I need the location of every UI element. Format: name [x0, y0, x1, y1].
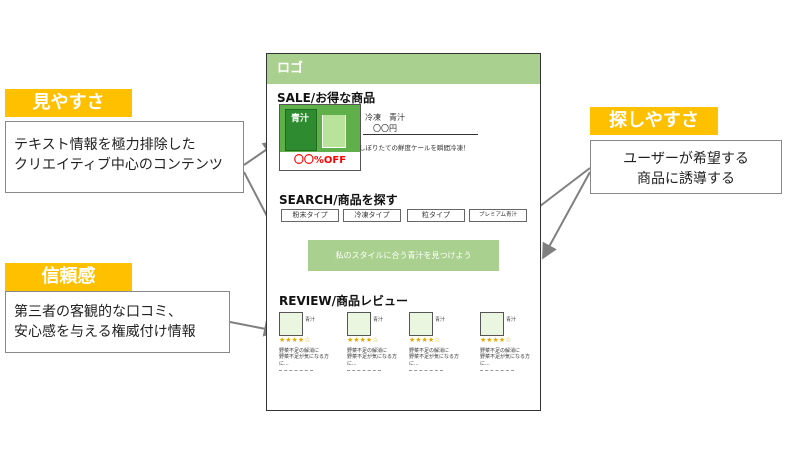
review-body: 野菜不足が気になる方 に... [409, 354, 460, 367]
review-product-name: 青汁 [305, 317, 316, 323]
filter-tablet[interactable]: 粒タイプ [407, 209, 465, 222]
review-body: 野菜不足が気になる方 に... [347, 354, 398, 367]
logo-header: ロゴ [267, 54, 540, 84]
review-heading: REVIEW/商品レビュー [279, 294, 409, 308]
review-body: 野菜不足が気になる方 に... [279, 354, 330, 367]
product-package [285, 109, 317, 151]
glass-icon [322, 115, 346, 148]
sale-heading: SALE/お得な商品 [277, 91, 376, 105]
find-style-button[interactable]: 私のスタイルに合う青汁を見つけよう [308, 240, 499, 271]
review-title: 野菜不足の解消に [279, 348, 320, 354]
review-text-placeholder [409, 370, 443, 371]
review-card[interactable]: 青汁 ★★★★☆ 野菜不足の解消に 野菜不足が気になる方 に... [347, 312, 407, 382]
review-text-placeholder [347, 370, 381, 371]
search-heading: SEARCH/商品を探す [279, 193, 398, 207]
arrow-search-cta [542, 171, 591, 260]
filter-powder[interactable]: 粉末タイプ [281, 209, 339, 222]
sale-product-image[interactable]: 青汁 〇〇%OFF [279, 104, 361, 171]
sale-divider [363, 134, 478, 135]
review-card[interactable]: 青汁 ★★★★☆ 野菜不足の解消に 野菜不足が気になる方 に... [480, 312, 538, 382]
review-product-name: 青汁 [373, 317, 384, 323]
review-thumbnail [347, 312, 371, 336]
filter-premium[interactable]: プレミアム青汁 [469, 209, 527, 222]
review-body: 野菜不足が気になる方 に... [480, 354, 531, 367]
review-card[interactable]: 青汁 ★★★★☆ 野菜不足の解消に 野菜不足が気になる方 に... [409, 312, 469, 382]
review-thumbnail [279, 312, 303, 336]
review-title: 野菜不足の解消に [480, 348, 521, 354]
filter-frozen[interactable]: 冷凍タイプ [343, 209, 401, 222]
visibility-description: テキスト情報を極力排除した クリエイティブ中心のコンテンツ [5, 121, 244, 193]
review-rating-stars: ★★★★☆ [480, 336, 512, 344]
discount-badge: 〇〇%OFF [280, 152, 360, 170]
review-thumbnail [480, 312, 504, 336]
trust-tag: 信頼感 [5, 263, 132, 291]
review-rating-stars: ★★★★☆ [347, 336, 379, 344]
review-text-placeholder [279, 370, 313, 371]
searchability-tag: 探しやすさ [590, 107, 718, 135]
product-label: 青汁 [290, 114, 309, 124]
visibility-tag: 見やすさ [5, 89, 132, 117]
review-rating-stars: ★★★★☆ [409, 336, 441, 344]
searchability-description: ユーザーが希望する 商品に誘導する [590, 140, 782, 194]
sale-product-price: 〇〇円 [373, 124, 397, 133]
review-card[interactable]: 青汁 ★★★★☆ 野菜不足の解消に 野菜不足が気になる方 に... [279, 312, 339, 382]
review-thumbnail [409, 312, 433, 336]
review-text-placeholder [480, 370, 514, 371]
page-mockup: ロゴ SALE/お得な商品 青汁 〇〇%OFF 冷凍 青汁 〇〇円 しぼりたての… [266, 53, 541, 411]
review-product-name: 青汁 [435, 317, 446, 323]
review-rating-stars: ★★★★☆ [279, 336, 311, 344]
sale-product-description: しぼりたての鮮度ケールを瞬間冷凍！ [359, 144, 470, 152]
trust-description: 第三者の客観的な口コミ、 安心感を与える権威付け情報 [5, 291, 230, 353]
review-title: 野菜不足の解消に [409, 348, 450, 354]
review-title: 野菜不足の解消に [347, 348, 388, 354]
review-product-name: 青汁 [506, 317, 517, 323]
sale-product-name: 冷凍 青汁 [365, 113, 405, 122]
